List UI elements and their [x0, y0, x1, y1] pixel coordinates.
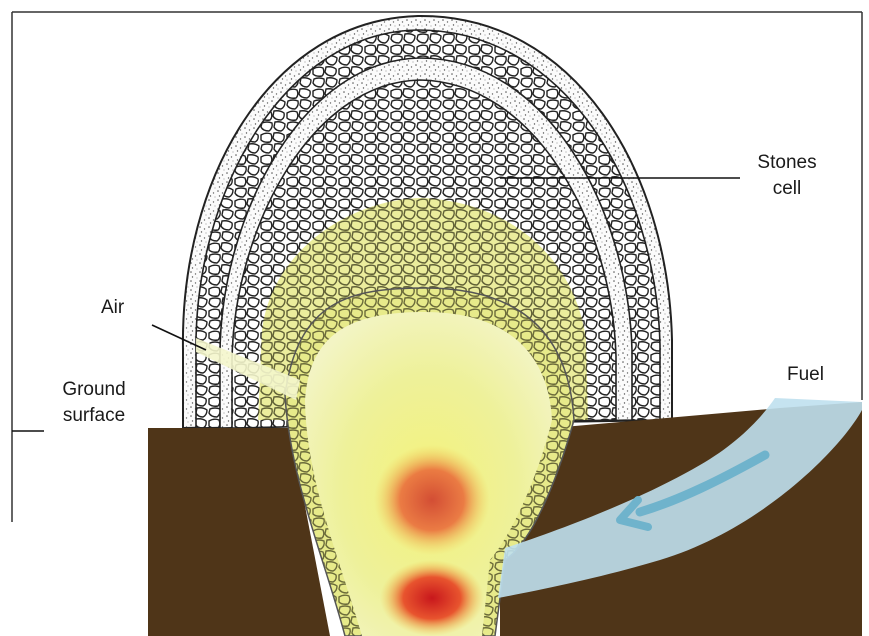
label-air: Air: [101, 295, 124, 321]
flame-upper: [374, 445, 490, 555]
label-ground-line2: surface: [44, 403, 144, 429]
label-stones-line2: cell: [752, 176, 822, 202]
flame-core: [380, 560, 484, 636]
label-fuel: Fuel: [787, 362, 824, 388]
label-stones-line1: Stones: [752, 150, 822, 176]
label-ground-line1: Ground: [44, 377, 144, 403]
label-ground-surface: Ground surface: [44, 377, 144, 429]
label-stones-cell: Stones cell: [752, 150, 822, 202]
